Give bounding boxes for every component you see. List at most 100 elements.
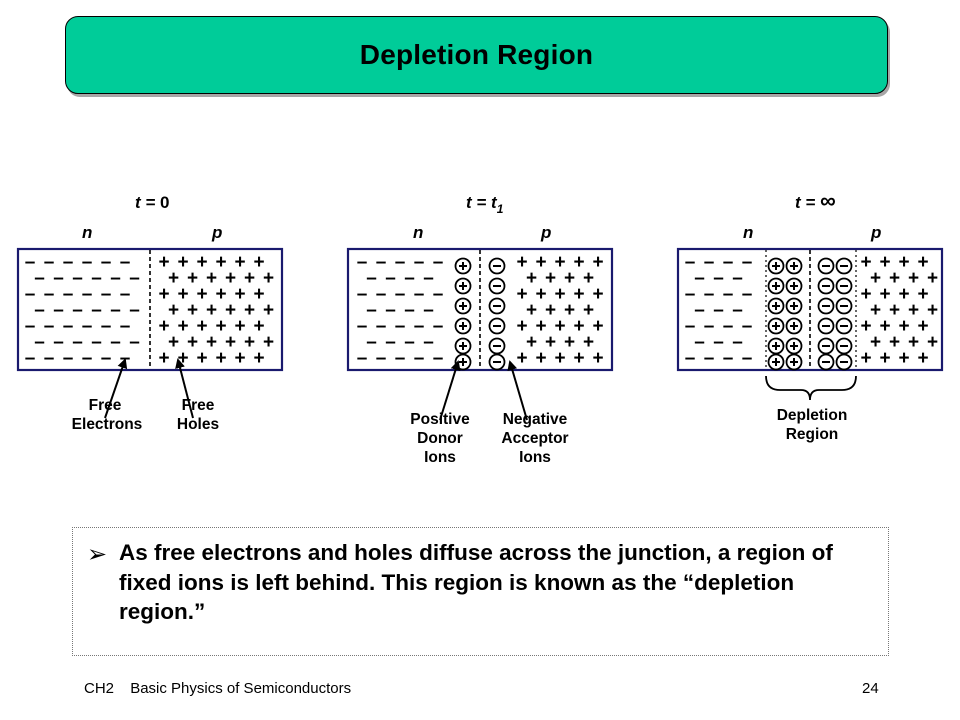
positive-ion-symbol (785, 337, 803, 355)
hole-symbol: + (908, 332, 919, 353)
positive-ion-symbol (767, 337, 785, 355)
negative-ion-symbol (835, 257, 853, 275)
hole-symbol: + (535, 348, 546, 369)
electron-symbol: – (395, 348, 406, 369)
hole-symbol: + (263, 268, 274, 289)
electron-symbol: – (366, 332, 377, 353)
hole-symbol: + (187, 332, 198, 353)
hole-symbol: + (860, 284, 871, 305)
hole-symbol: + (206, 332, 217, 353)
electron-symbol: – (376, 348, 387, 369)
hole-symbol: + (573, 252, 584, 273)
hole-symbol: + (898, 316, 909, 337)
electron-symbol: – (25, 316, 36, 337)
electron-symbol: – (723, 252, 734, 273)
panel-t0-holes: ++++++++++++++++++++++++++++++++++++++++… (158, 252, 274, 369)
positive-ion-symbol (785, 317, 803, 335)
panel-t1-positive-ions (454, 257, 472, 371)
hole-symbol: + (196, 316, 207, 337)
hole-symbol: + (592, 348, 603, 369)
positive-ion-symbol (767, 257, 785, 275)
electron-symbol: – (101, 284, 112, 305)
positive-ion-symbol (785, 353, 803, 371)
electron-symbol: – (101, 252, 112, 273)
hole-symbol: + (860, 348, 871, 369)
negative-ion-symbol (835, 317, 853, 335)
hole-symbol: + (573, 284, 584, 305)
hole-symbol: + (917, 252, 928, 273)
electron-symbol: – (366, 268, 377, 289)
hole-symbol: + (554, 284, 565, 305)
electron-symbol: – (723, 348, 734, 369)
hole-symbol: + (215, 348, 226, 369)
hole-symbol: + (917, 284, 928, 305)
electron-symbol: – (732, 300, 743, 321)
hole-symbol: + (879, 316, 890, 337)
negative-ion-symbol (817, 337, 835, 355)
hole-symbol: + (870, 268, 881, 289)
positive-ion-symbol (785, 297, 803, 315)
footer-page-number: 24 (862, 680, 879, 697)
bullet-text: As free electrons and holes diffuse acro… (119, 540, 833, 624)
slide-title: Depletion Region (359, 39, 594, 70)
positive-ion-symbol (767, 353, 785, 371)
footer-left: CH2 Basic Physics of Semiconductors (84, 680, 351, 697)
electron-symbol: – (704, 316, 715, 337)
negative-ion-symbol (488, 337, 506, 355)
electron-symbol: – (357, 284, 368, 305)
hole-symbol: + (215, 316, 226, 337)
hole-symbol: + (583, 300, 594, 321)
electron-symbol: – (129, 332, 140, 353)
electron-symbol: – (44, 348, 55, 369)
hole-symbol: + (889, 268, 900, 289)
hole-symbol: + (516, 348, 527, 369)
hole-symbol: + (583, 332, 594, 353)
positive-ion-symbol (454, 317, 472, 335)
hole-symbol: + (158, 316, 169, 337)
electron-symbol: – (110, 268, 121, 289)
electron-symbol: – (704, 252, 715, 273)
electron-symbol: – (395, 316, 406, 337)
positive-ion-symbol (454, 257, 472, 275)
hole-symbol: + (253, 348, 264, 369)
electron-symbol: – (25, 284, 36, 305)
hole-symbol: + (168, 332, 179, 353)
hole-symbol: + (564, 300, 575, 321)
negative-ion-symbol (835, 337, 853, 355)
hole-symbol: + (879, 348, 890, 369)
hole-symbol: + (554, 316, 565, 337)
positive-ion-symbol (454, 337, 472, 355)
electron-symbol: – (357, 316, 368, 337)
electron-symbol: – (414, 284, 425, 305)
electron-symbol: – (82, 316, 93, 337)
electron-symbol: – (433, 316, 444, 337)
hole-symbol: + (168, 268, 179, 289)
hole-symbol: + (168, 300, 179, 321)
hole-symbol: + (535, 316, 546, 337)
hole-symbol: + (564, 268, 575, 289)
positive-ion-symbol (767, 317, 785, 335)
electron-symbol: – (685, 284, 696, 305)
depletion-figure: t = 0 n p ––––––––––––––––––––––––––––––… (0, 180, 960, 480)
panel-t0-time: t = 0 (135, 193, 170, 212)
hole-symbol: + (927, 268, 938, 289)
electron-symbol: – (742, 316, 753, 337)
electron-symbol: – (376, 284, 387, 305)
electron-symbol: – (732, 268, 743, 289)
panel-tinf-positive-ions (767, 257, 803, 371)
hole-symbol: + (889, 300, 900, 321)
electron-symbol: – (732, 332, 743, 353)
title-bar: Depletion Region (65, 16, 888, 94)
depletion-diagram-svg: t = 0 n p ––––––––––––––––––––––––––––––… (16, 188, 944, 466)
free-electrons-arrow (104, 358, 128, 419)
positive-ion-symbol (454, 297, 472, 315)
electron-symbol: – (414, 348, 425, 369)
hole-symbol: + (573, 348, 584, 369)
hole-symbol: + (917, 348, 928, 369)
electron-symbol: – (694, 300, 705, 321)
electron-symbol: – (723, 284, 734, 305)
panel-tinf-box (676, 247, 944, 372)
electron-symbol: – (414, 252, 425, 273)
electron-symbol: – (53, 300, 64, 321)
